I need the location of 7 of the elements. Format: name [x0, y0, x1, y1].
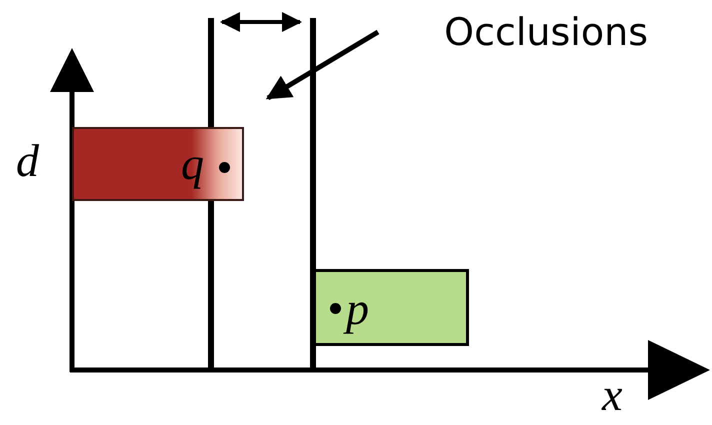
callout-label: Occlusions	[444, 10, 648, 54]
axis-label: d	[16, 138, 39, 184]
visible-rectangle	[313, 269, 469, 346]
point-label: q	[181, 141, 204, 187]
occluded-rectangle	[72, 127, 244, 201]
arrow	[266, 30, 380, 100]
axis-label: x	[602, 372, 622, 418]
